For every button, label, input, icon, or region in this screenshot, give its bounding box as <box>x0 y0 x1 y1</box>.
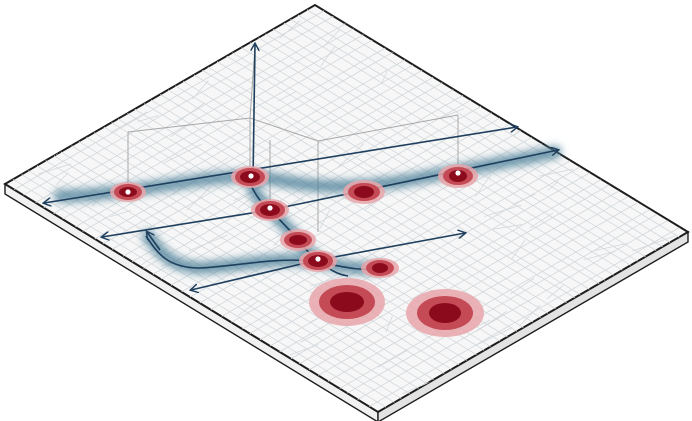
street-line <box>320 45 336 67</box>
street-line <box>346 213 658 394</box>
node-dot-icon <box>315 256 321 262</box>
node-dot-icon <box>267 205 273 211</box>
street-line <box>310 271 356 287</box>
street-line <box>546 285 564 299</box>
street-line <box>299 184 610 365</box>
street-line <box>357 220 668 400</box>
street-line <box>279 20 301 39</box>
hotspot <box>438 164 478 188</box>
street-line <box>110 210 132 217</box>
node-dot-icon <box>248 173 254 179</box>
street-line <box>173 102 206 125</box>
street-line <box>319 209 331 229</box>
hotspot-large <box>309 278 385 326</box>
street-line <box>385 316 393 333</box>
axis-arrow-loop <box>147 232 161 251</box>
street-line <box>21 174 395 403</box>
street-line <box>632 235 676 252</box>
street-line <box>188 234 228 252</box>
street-line <box>381 71 388 85</box>
street-line <box>12 178 387 408</box>
node-dot-icon <box>125 189 131 195</box>
street-line <box>237 300 259 316</box>
node-markers <box>125 170 461 262</box>
axis-arrow-lower-west <box>191 259 319 290</box>
street-line <box>318 196 629 376</box>
street-line <box>322 29 340 48</box>
street-line <box>289 344 319 356</box>
street-line <box>290 179 602 360</box>
hotspot <box>361 258 399 278</box>
street-line <box>538 168 574 177</box>
street-line <box>510 239 526 260</box>
street-line <box>590 242 628 253</box>
street-line <box>529 212 554 229</box>
street-line <box>583 250 616 261</box>
axis-arrow-lower-east <box>317 233 465 261</box>
street-line <box>137 115 159 122</box>
street-line <box>377 350 407 368</box>
axis-arrows <box>44 44 558 290</box>
street-line <box>339 209 650 389</box>
street-line <box>510 277 535 295</box>
street-line <box>518 304 541 327</box>
street-line <box>476 311 507 332</box>
hotspot <box>343 180 385 204</box>
street-line <box>327 202 639 382</box>
street-line <box>402 381 430 395</box>
street-line <box>547 180 559 191</box>
node-dot-icon <box>455 170 461 176</box>
street-line <box>277 91 296 102</box>
street-line <box>308 190 620 371</box>
hotspot-large <box>406 289 484 337</box>
axis-arrow-vertical <box>253 44 255 181</box>
street-line <box>368 227 680 407</box>
axis-arrow-west <box>102 209 271 237</box>
hotspot <box>280 229 316 251</box>
street-line <box>476 327 513 346</box>
axis-arrow-east <box>269 150 558 211</box>
hotspots <box>110 164 484 337</box>
route-line <box>145 235 381 271</box>
street-line <box>492 224 522 230</box>
street-line <box>191 80 209 100</box>
street-line <box>300 328 326 343</box>
